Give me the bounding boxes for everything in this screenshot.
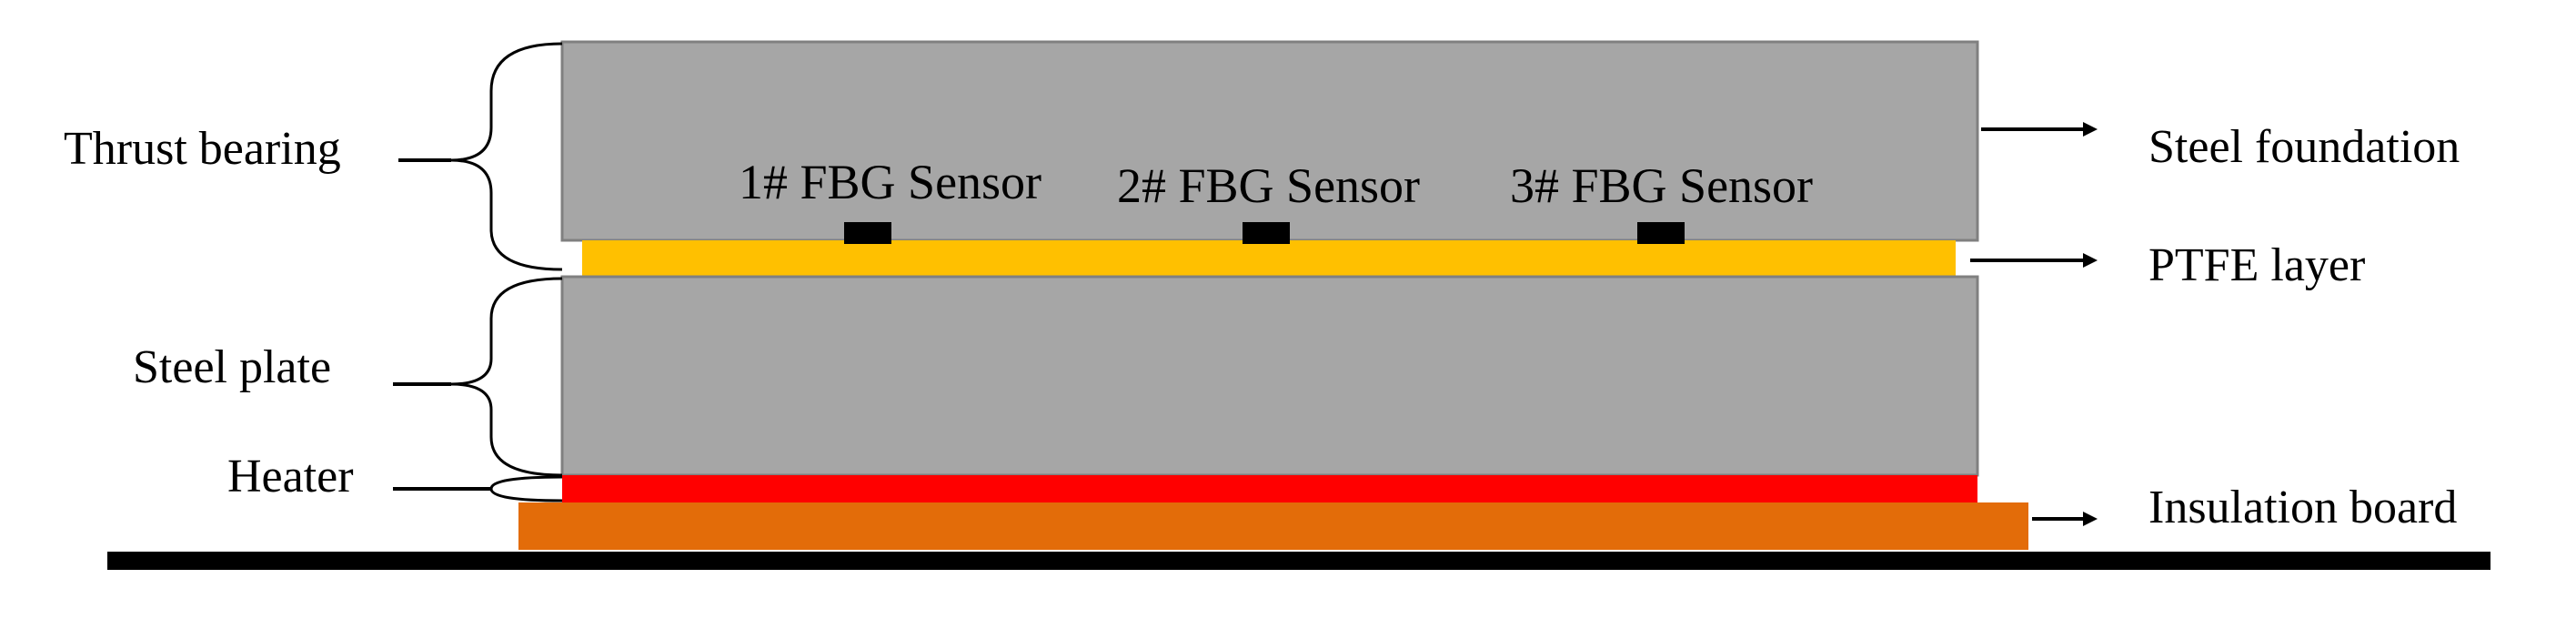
ptfe-layer-arrow-head [2083, 253, 2098, 268]
insulation-board-label: Insulation board [2148, 482, 2457, 533]
ground-base [107, 552, 2490, 570]
fbg-sensor-2-label: 2# FBG Sensor [1117, 158, 1420, 213]
ptfe-layer-block [582, 240, 1956, 277]
fbg-sensor-3-label: 3# FBG Sensor [1510, 158, 1813, 213]
thrust-bearing-brace [450, 42, 563, 271]
heater-block [562, 475, 1977, 502]
heater-label: Heater [227, 451, 354, 502]
fbg-sensor-2-marker [1243, 222, 1290, 244]
heater-brace [489, 475, 563, 502]
fbg-sensor-1-label: 1# FBG Sensor [739, 155, 1041, 209]
insulation-board-block [518, 502, 2028, 550]
fbg-sensor-3-marker [1637, 222, 1685, 244]
steel-foundation-block [560, 40, 1979, 242]
steel-plate-brace [450, 277, 563, 477]
steel-foundation-arrow-head [2083, 122, 2098, 137]
steel-plate-block [560, 275, 1979, 477]
fbg-sensor-1-marker [844, 222, 891, 244]
insulation-board-arrow-head [2083, 512, 2098, 526]
steel-foundation-label: Steel foundation [2148, 121, 2460, 173]
thrust-bearing-label: Thrust bearing [64, 123, 341, 175]
steel-plate-label: Steel plate [133, 341, 331, 393]
ptfe-layer-label: PTFE layer [2148, 239, 2365, 291]
